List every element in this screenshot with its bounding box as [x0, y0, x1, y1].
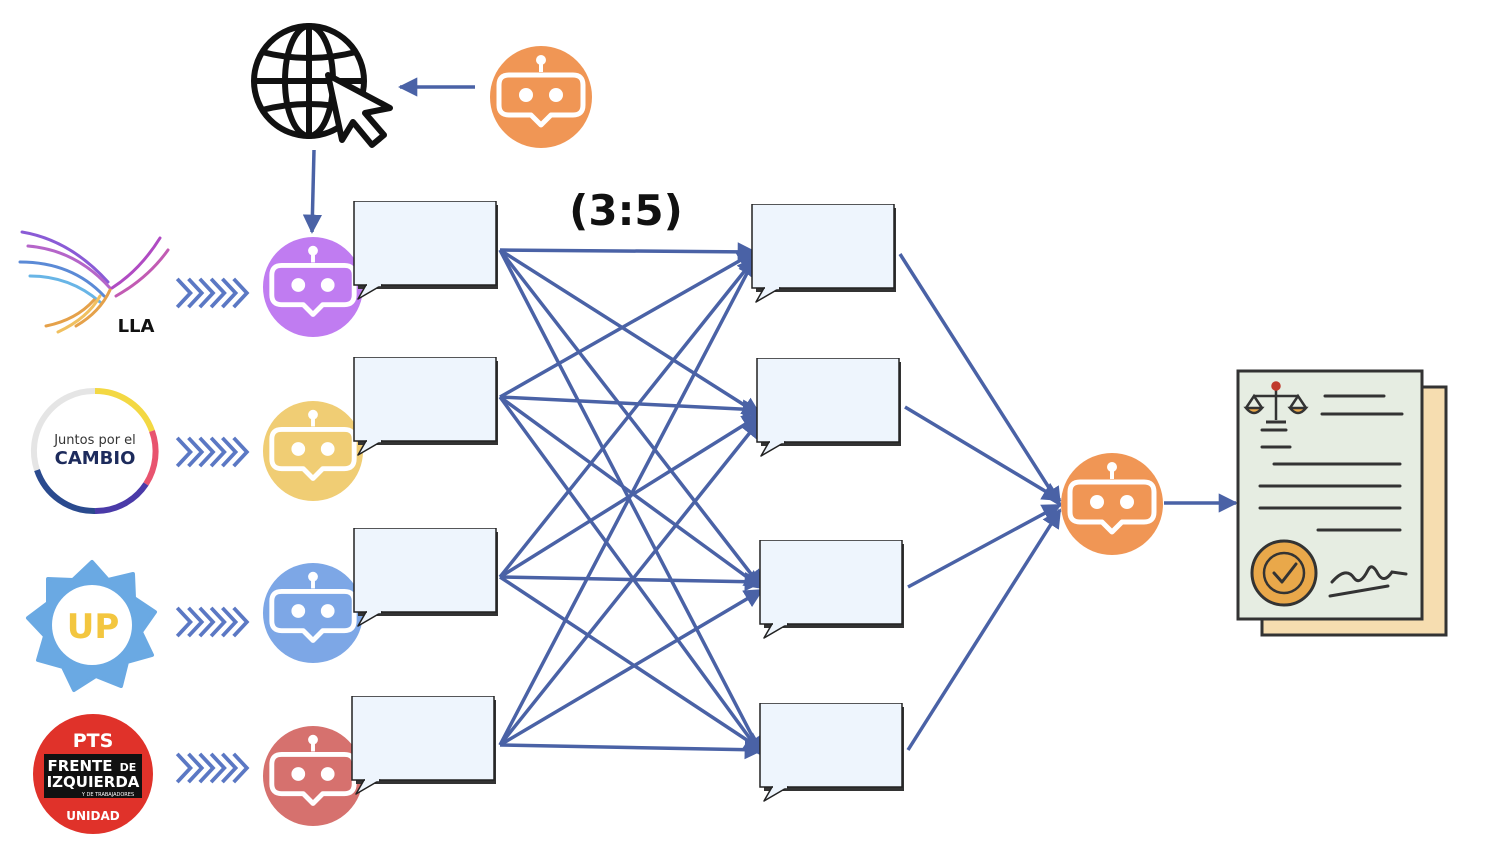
round-ratio-label: (3:5) [569, 186, 683, 235]
signature-icon [1328, 565, 1408, 598]
chevron-arrows-icon [175, 277, 249, 784]
speech-bubble-round2 [750, 204, 906, 803]
jxc-logo-line2: CAMBIO [55, 448, 136, 469]
fit-logo-frente: FRENTE [47, 757, 112, 775]
search-agent-robot-icon [490, 46, 592, 148]
up-agent-robot-icon [263, 563, 363, 663]
search-arrows [302, 77, 475, 234]
debate-connections [498, 242, 1238, 760]
judge-agent-robot-icon [1061, 453, 1163, 555]
fit-logo-izquierda: IZQUIERDA [47, 773, 140, 791]
lla-logo: LLA [18, 230, 170, 337]
fit-logo-pts: PTS [73, 730, 114, 752]
jxc-logo-line1: Juntos por el [53, 433, 136, 448]
up-logo-text: UP [67, 607, 120, 647]
speech-bubble-round1 [350, 201, 500, 796]
juntos-por-el-cambio-logo: Juntos por el CAMBIO [30, 387, 159, 515]
up-logo: UP [26, 560, 157, 692]
fit-logo-trabajadores: Y DE TRABAJADORES [81, 792, 134, 798]
scales-icon [1243, 381, 1309, 424]
lla-agent-robot-icon [263, 237, 363, 337]
legal-document-icon [1236, 369, 1448, 637]
fit-logo-de: DE [120, 761, 137, 774]
globe-cursor-icon [251, 23, 393, 148]
lla-logo-text: LLA [118, 316, 155, 337]
jxc-agent-robot-icon [263, 401, 363, 501]
seal-check-icon [1250, 539, 1318, 607]
fit-logo-unidad: UNIDAD [66, 809, 120, 823]
fit-unidad-logo: PTS FRENTE DE IZQUIERDA Y DE TRABAJADORE… [33, 714, 153, 834]
fit-agent-robot-icon [263, 726, 363, 826]
